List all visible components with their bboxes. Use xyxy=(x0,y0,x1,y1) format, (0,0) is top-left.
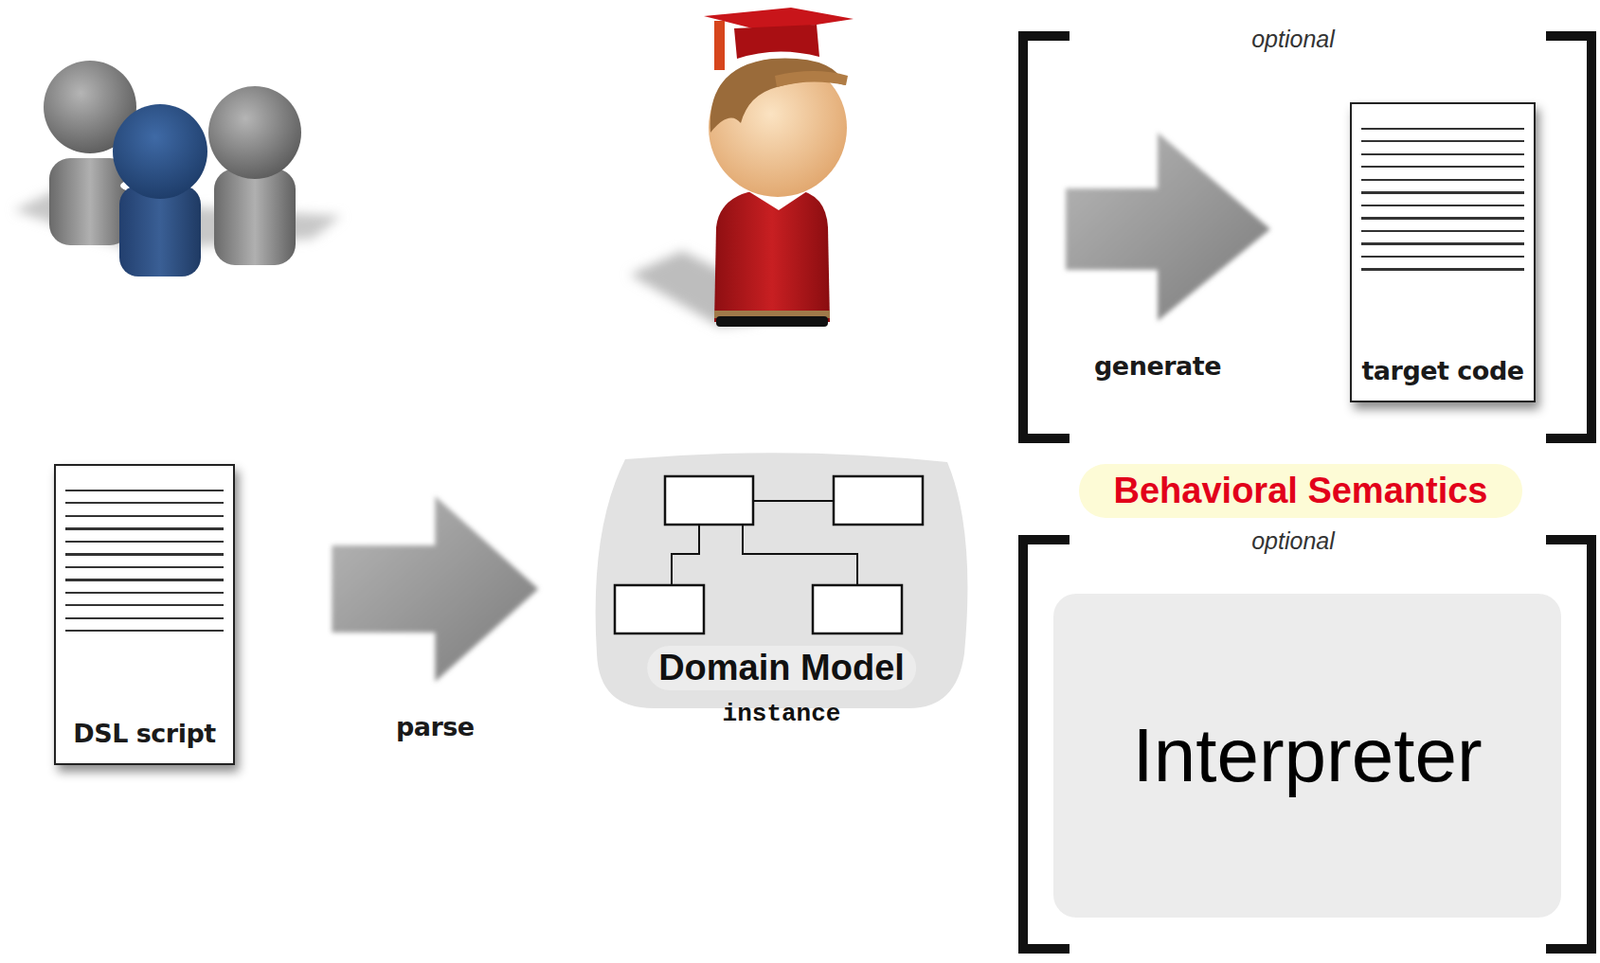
optional-note: optional xyxy=(1251,527,1335,556)
graduate-icon xyxy=(629,7,854,327)
people-icon xyxy=(14,60,342,277)
bracket xyxy=(1023,35,1592,950)
node-title: Interpreter xyxy=(1132,712,1482,800)
document-box: target code xyxy=(1349,102,1535,403)
document-box: DSL script xyxy=(53,464,235,766)
node-title: target code xyxy=(1361,356,1524,386)
generate-arrow xyxy=(1065,132,1271,322)
node-subtitle: instance xyxy=(722,700,842,729)
node-title: Behavioral Semantics xyxy=(1114,470,1489,512)
heading-pill: Behavioral Semantics xyxy=(1078,464,1523,519)
node-title: Domain Model xyxy=(647,646,917,691)
optional-note: optional xyxy=(1251,25,1335,54)
edge-label: parse xyxy=(395,712,475,742)
text-lines xyxy=(65,489,224,642)
node-title: DSL script xyxy=(72,719,216,749)
interpreter-box: Interpreter xyxy=(1053,593,1562,918)
domain-model-diagram xyxy=(595,452,969,709)
arrow-shape xyxy=(331,496,539,683)
parse-arrow xyxy=(331,496,539,683)
domain-model: Domain Model instance xyxy=(593,453,970,738)
text-lines xyxy=(1361,127,1524,280)
arrow-label: generate xyxy=(1094,351,1222,381)
